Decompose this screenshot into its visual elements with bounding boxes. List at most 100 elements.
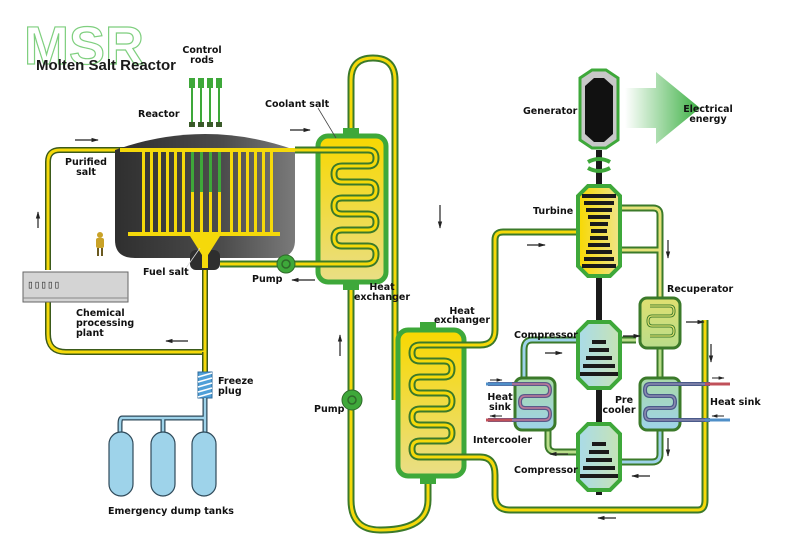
freeze-plug — [197, 371, 213, 399]
fuel-channels — [142, 152, 273, 234]
fuel-channel — [246, 152, 249, 234]
label-control-rods-2: rods — [190, 55, 214, 66]
dump-tank — [191, 431, 217, 497]
logo-abbr: MSR — [24, 16, 144, 76]
label-compressor-1: Compressor — [514, 330, 578, 341]
turbine-blades — [582, 194, 616, 268]
compressor-blade — [583, 364, 615, 368]
compressor-blade — [583, 466, 615, 470]
compressor-blade — [586, 356, 612, 360]
leader-line — [317, 107, 337, 139]
label-precooler-2: cooler — [602, 405, 635, 416]
label-electrical: Electrical — [683, 104, 733, 115]
label-chemical-2: processing — [76, 318, 134, 329]
precooler — [638, 376, 730, 432]
label-dump-tanks: Emergency dump tanks — [108, 506, 234, 517]
turbine-blade — [584, 257, 614, 261]
secondary-pump — [341, 389, 363, 411]
fuel-channel — [262, 152, 265, 234]
label-intercooler: Intercooler — [473, 435, 532, 446]
fuel-channel — [142, 152, 145, 234]
fuel-channel — [150, 152, 153, 234]
compressor-blades — [580, 442, 618, 478]
label-heat-sink-right: Heat sink — [710, 397, 761, 408]
label-recuperator: Recuperator — [667, 284, 734, 295]
chemical-processing-plant: ▯▯▯▯▯ — [22, 271, 129, 303]
fuel-channel — [230, 152, 233, 234]
compressor-low — [576, 422, 622, 492]
label-electrical-2: energy — [689, 114, 727, 125]
logo: MSR Molten Salt Reactor — [23, 15, 176, 76]
fuel-channel — [182, 152, 185, 234]
fuel-salt-loop — [45, 147, 208, 375]
fuel-channel — [238, 152, 241, 234]
label-purified-salt-2: salt — [76, 167, 96, 178]
compressor-blade — [589, 348, 609, 352]
label-heat-exchanger-1: Heat — [369, 282, 395, 293]
label-compressor-2: Compressor — [514, 465, 578, 476]
label-fuel-salt: Fuel salt — [143, 267, 189, 278]
compressor-blade — [592, 442, 606, 446]
label-heat-exchanger-2-2: exchanger — [434, 315, 490, 326]
flow-arrows — [35, 127, 725, 521]
recuperator — [638, 296, 682, 350]
turbine-blade — [586, 208, 612, 212]
compressor-blade — [586, 458, 612, 462]
fuel-channel — [254, 152, 257, 234]
label-reactor: Reactor — [138, 109, 180, 120]
coolant-salt-loop — [347, 54, 432, 534]
compressor-blade — [592, 340, 606, 344]
compressor-blades — [580, 340, 618, 376]
reactor-vessel — [115, 78, 320, 270]
turbine-blade — [582, 264, 616, 268]
primary-heat-exchanger — [220, 128, 389, 290]
turbine-blade — [588, 243, 610, 247]
dump-tank-piping — [117, 398, 208, 432]
compressor-blade — [580, 474, 618, 478]
fuel-channel — [174, 152, 177, 234]
dump-tank — [150, 431, 176, 497]
turbine — [576, 184, 622, 278]
fuel-channel — [158, 152, 161, 234]
fuel-channel — [218, 192, 221, 234]
label-generator: Generator — [523, 106, 578, 117]
turbine-blade — [591, 229, 607, 233]
label-control-rods: Control — [182, 45, 221, 56]
compressor-blade — [589, 450, 609, 454]
compressor-high — [576, 320, 622, 390]
electrical-energy-arrow — [625, 72, 700, 144]
compressor-blade — [580, 372, 618, 376]
logo-subtitle: Molten Salt Reactor — [36, 57, 176, 74]
label-freeze-plug-2: plug — [218, 386, 242, 397]
chemical-plant-display: ▯▯▯▯▯ — [27, 278, 60, 291]
person-scale-icon — [96, 232, 104, 256]
dump-tank — [108, 431, 134, 497]
secondary-heat-exchanger — [395, 228, 709, 514]
leader-line — [185, 247, 201, 269]
generator — [578, 68, 620, 173]
label-turbine: Turbine — [533, 206, 573, 217]
control-rods — [189, 78, 222, 192]
fuel-channel — [270, 152, 273, 234]
primary-pump — [276, 254, 296, 274]
label-pump-primary: Pump — [252, 274, 283, 285]
turbine-blade — [590, 222, 608, 226]
fuel-channel — [166, 152, 169, 234]
label-heat-exchanger-2: Heat — [449, 306, 475, 317]
turbine-blade — [586, 250, 612, 254]
label-heat-sink-left: Heat — [487, 392, 513, 403]
dump-tanks — [108, 431, 217, 497]
turbine-blade — [590, 236, 608, 240]
label-purified-salt: Purified — [65, 157, 107, 168]
label-heat-sink-left-2: sink — [489, 402, 512, 413]
label-freeze-plug: Freeze — [218, 376, 253, 387]
label-coolant-salt: Coolant salt — [265, 99, 330, 110]
turbine-exhaust-pipe — [620, 204, 664, 308]
label-pump-secondary: Pump — [314, 404, 345, 415]
fuel-channel — [209, 192, 212, 234]
label-chemical-3: plant — [76, 328, 104, 339]
labels: Control rods Reactor Coolant salt Purifi… — [65, 45, 761, 517]
fuel-channel — [191, 192, 194, 234]
intercooler — [486, 376, 557, 432]
